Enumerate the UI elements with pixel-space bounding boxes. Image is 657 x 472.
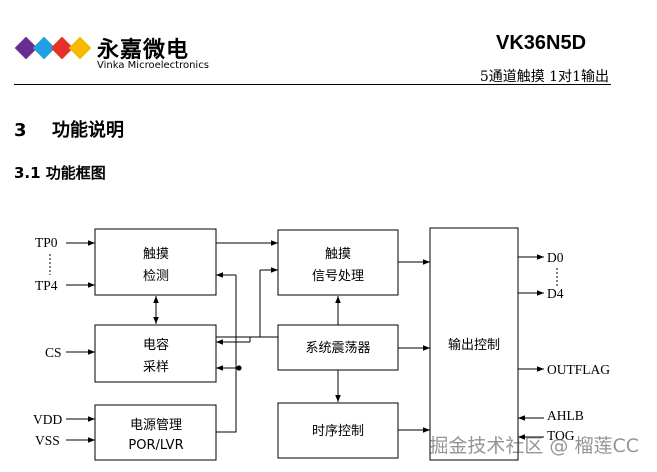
pin-d4: D4	[547, 286, 564, 301]
subsection-heading: 3.1 功能框图	[14, 164, 106, 182]
company-name-cn: 永嘉微电	[97, 38, 190, 63]
company-name-en: Vinka Microelectronics	[97, 60, 209, 71]
pin-ahlb: AHLB	[547, 408, 584, 423]
block-oscillator-label: 系统震荡器	[305, 341, 370, 356]
pin-cs: CS	[45, 345, 62, 360]
block-timing-label: 时序控制	[312, 424, 364, 439]
pin-tp0: TP0	[35, 235, 58, 250]
block-timing	[277, 402, 399, 459]
block-power-line2: POR/LVR	[128, 438, 183, 453]
section-title: 功能说明	[52, 120, 124, 141]
block-touch-detect-line2: 检测	[143, 269, 169, 284]
pin-outflag: OUTFLAG	[547, 362, 610, 377]
section-number: 3	[14, 120, 27, 141]
sample-to-signal-path	[216, 270, 261, 338]
logo-diamond-purple	[14, 36, 38, 60]
logo-diamond-yellow	[68, 36, 92, 60]
block-output-ctrl-label: 输出控制	[448, 337, 500, 353]
osc-to-sample-path	[249, 336, 278, 342]
power-bus	[216, 275, 237, 433]
logo-diamond-red	[50, 36, 74, 60]
block-signal-proc	[277, 229, 399, 296]
block-touch-detect	[94, 228, 217, 296]
document-subtitle: 5通道触摸 1对1输出	[479, 69, 609, 85]
pin-vdd: VDD	[33, 412, 62, 427]
block-output-ctrl	[429, 227, 519, 461]
part-number: VK36N5D	[496, 32, 587, 54]
block-power	[94, 404, 217, 461]
header-divider	[14, 84, 611, 85]
block-signal-proc-line1: 触摸	[325, 247, 351, 262]
block-touch-detect-line1: 触摸	[143, 247, 169, 262]
block-oscillator	[277, 324, 399, 371]
pin-tp4: TP4	[35, 278, 58, 293]
vinka-logo	[14, 36, 92, 60]
pin-tog: TOG	[547, 428, 575, 443]
section-heading: 3 功能说明	[14, 116, 124, 142]
block-cap-sample-line1: 电容	[143, 337, 169, 353]
watermark: 掘金技术社区 @ 榴莲CC	[429, 435, 639, 457]
block-cap-sample	[94, 324, 217, 383]
logo-diamond-blue	[32, 36, 56, 60]
pin-d0: D0	[547, 250, 564, 265]
block-cap-sample-line2: 采样	[143, 360, 169, 375]
pin-vss: VSS	[35, 433, 60, 448]
bus-junction	[236, 365, 242, 371]
block-power-line1: 电源管理	[130, 418, 182, 433]
block-signal-proc-line2: 信号处理	[312, 269, 364, 284]
